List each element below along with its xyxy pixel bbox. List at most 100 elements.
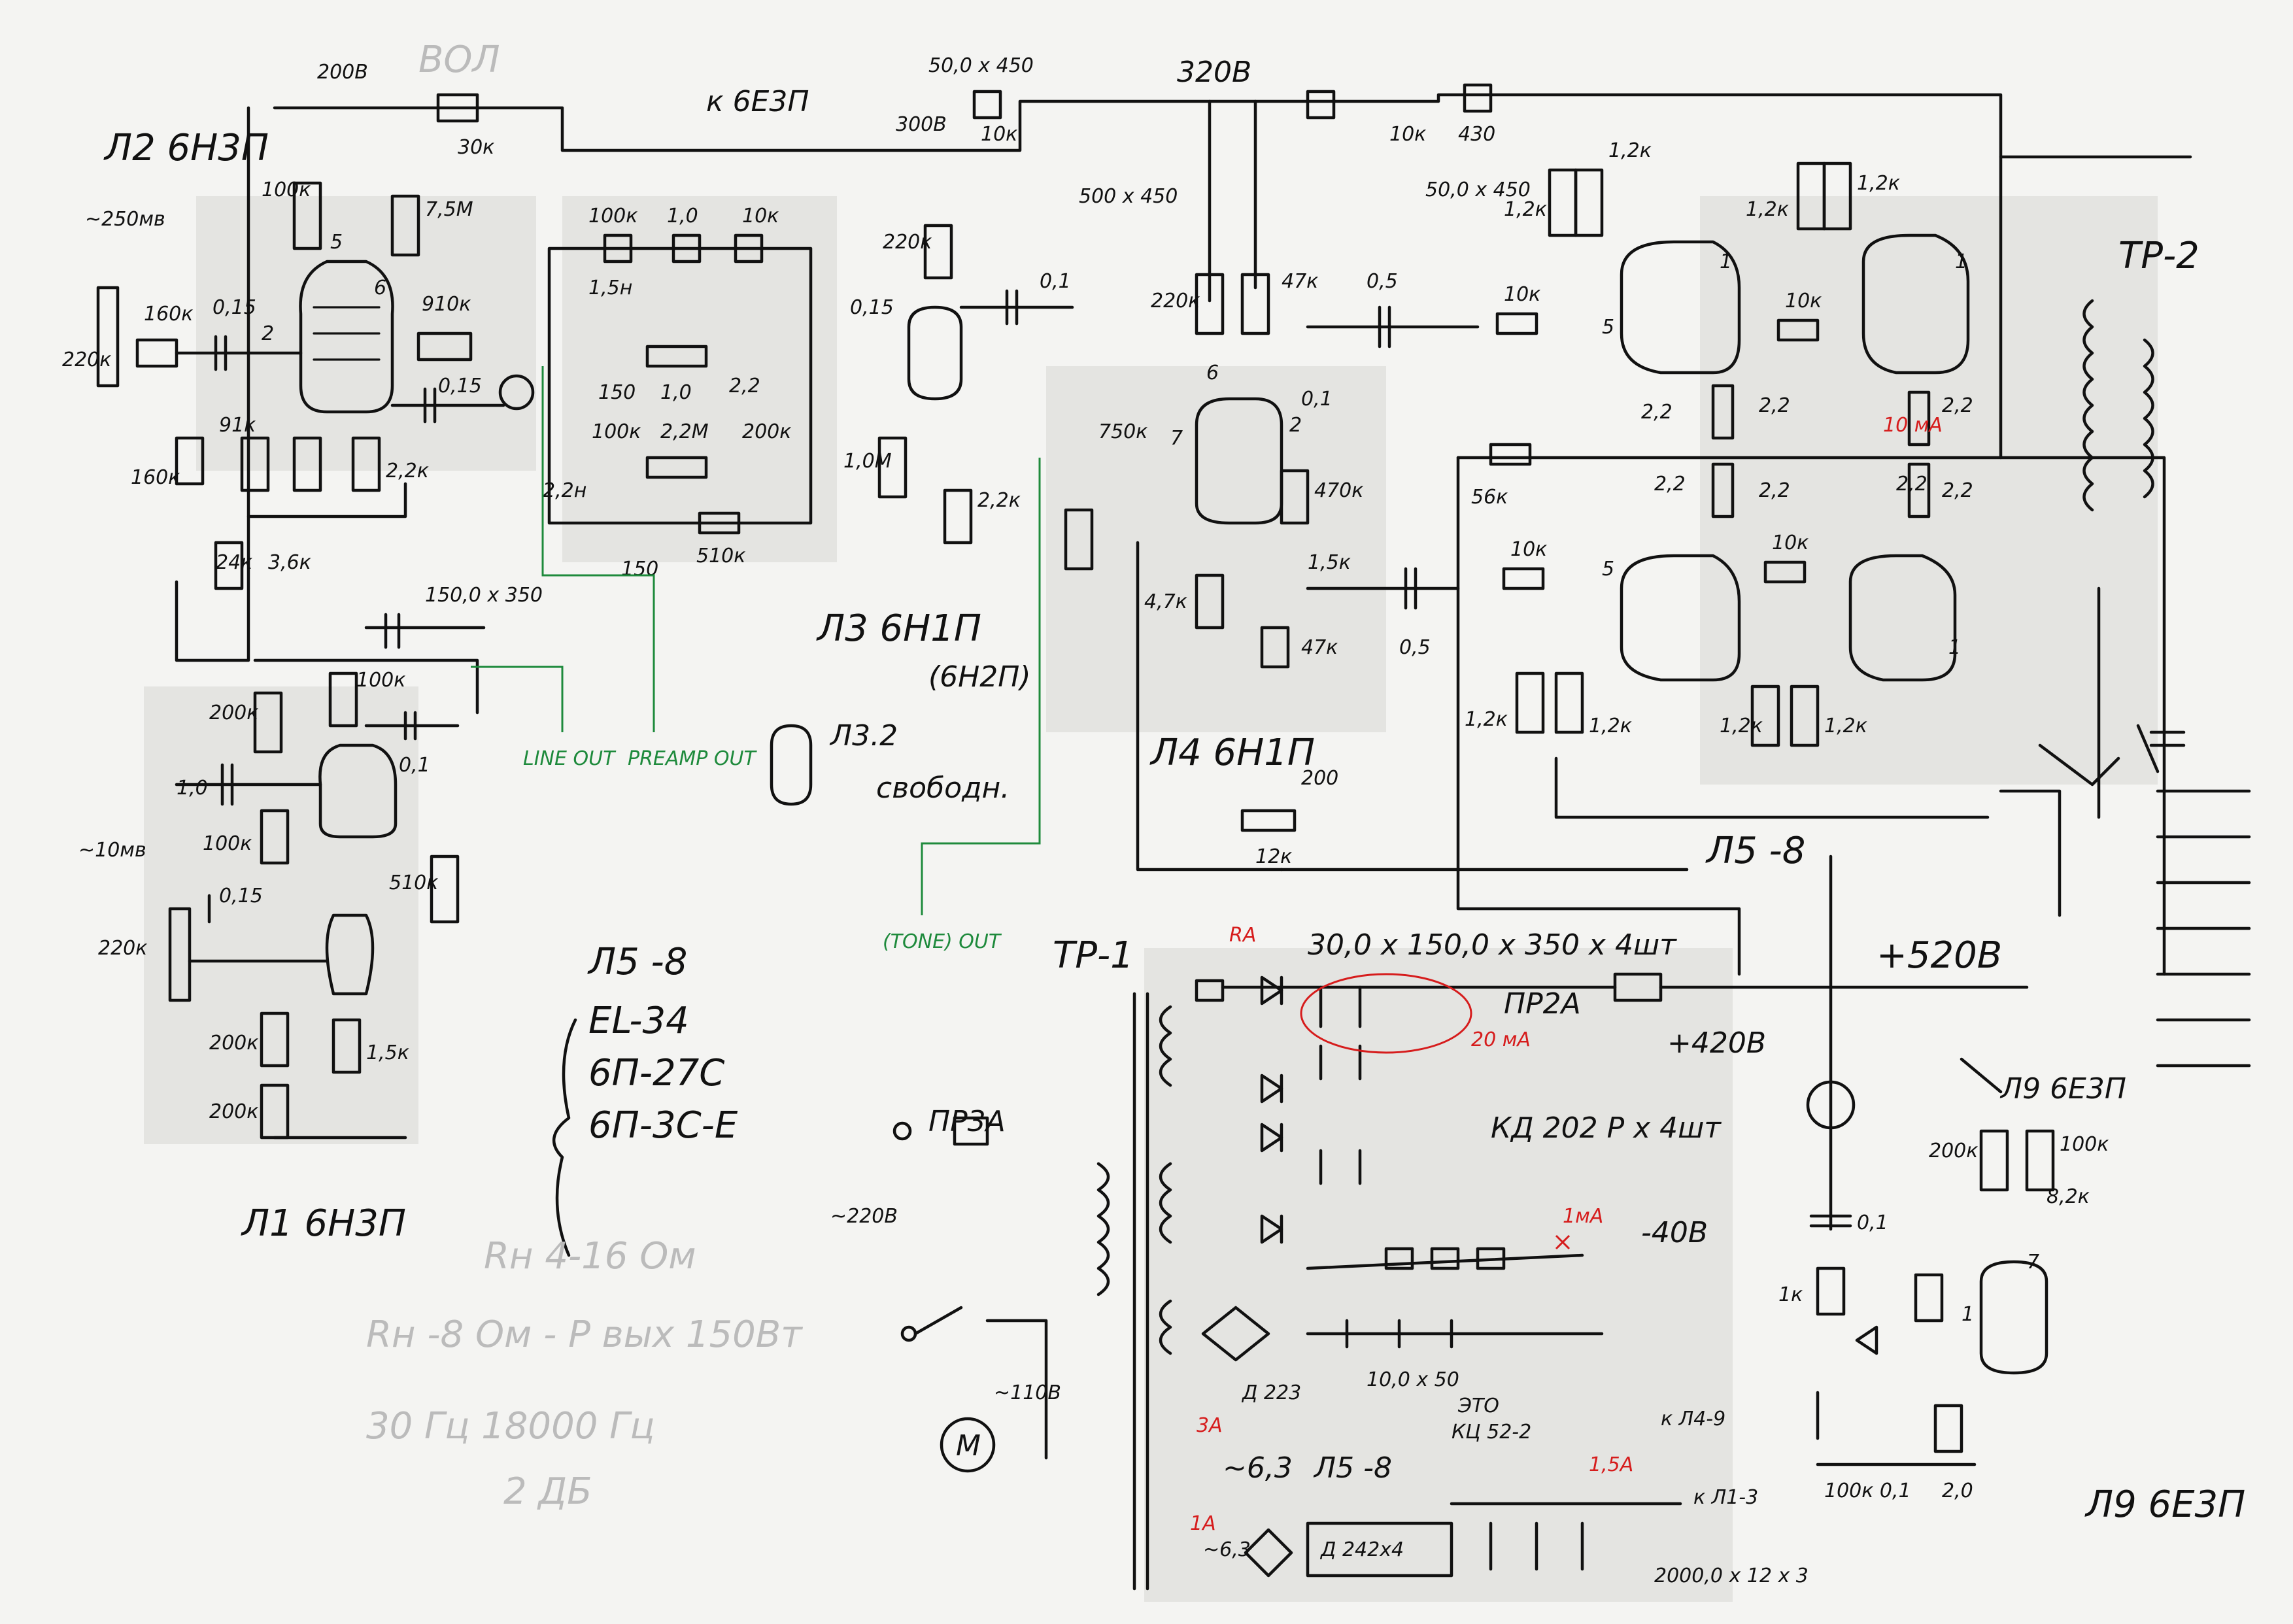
- to-6e3p-arrow: к 6Е3П: [706, 85, 809, 118]
- svg-text:220к: 220к: [98, 937, 147, 960]
- svg-text:200: 200: [1301, 767, 1338, 790]
- power-supply: RA 30,0 х 150,0 х 350 х 4шт ПР2А 20 мА +…: [1159, 924, 2029, 1587]
- svg-text:10к: 10к: [1389, 123, 1426, 146]
- svg-text:(6Н2П): (6Н2П): [928, 660, 1031, 694]
- svg-text:1: 1: [1720, 250, 1732, 273]
- l2-grid-resistor: [135, 338, 178, 368]
- svg-text:1: 1: [1948, 636, 1961, 659]
- svg-text:1,5н: 1,5н: [588, 277, 632, 299]
- stage-l4: 220к 47к 750к 4,7к 470к 47к 0,5 0,5 0,1 …: [1064, 270, 1480, 871]
- svg-text:30 Гц 18000 Гц: 30 Гц 18000 Гц: [366, 1405, 654, 1447]
- svg-text:200к: 200к: [209, 702, 258, 724]
- svg-text:4,7к: 4,7к: [1144, 590, 1187, 613]
- svg-text:2,2М: 2,2М: [660, 420, 709, 443]
- svg-text:0,1: 0,1: [1040, 270, 1071, 293]
- l1-tube-lower: [325, 913, 375, 996]
- svg-text:3А: 3А: [1197, 1414, 1223, 1437]
- svg-text:2: 2: [1289, 414, 1302, 437]
- svg-text:2,2н: 2,2н: [543, 479, 586, 502]
- svg-text:2 ДБ: 2 ДБ: [503, 1470, 592, 1513]
- svg-text:30,0 х 150,0 х 350 х 4шт: 30,0 х 150,0 х 350 х 4шт: [1308, 928, 1677, 962]
- line-out-jack: [498, 374, 535, 411]
- svg-text:2,2: 2,2: [1759, 394, 1790, 417]
- l1-label: Л1 6Н3П: [241, 1202, 406, 1245]
- svg-text:к Л1-3: к Л1-3: [1693, 1486, 1758, 1509]
- svg-text:7: 7: [2027, 1251, 2039, 1274]
- svg-text:750к: 750к: [1098, 420, 1147, 443]
- svg-text:100к: 100к: [203, 832, 252, 855]
- svg-text:24к: 24к: [216, 551, 252, 574]
- svg-text:2,2к: 2,2к: [977, 489, 1021, 512]
- svg-text:8,2к: 8,2к: [2047, 1185, 2090, 1208]
- svg-text:7,5М: 7,5М: [425, 198, 473, 221]
- svg-text:510к: 510к: [696, 545, 745, 567]
- l5-8-label: Л5 -8: [1705, 830, 1805, 872]
- svg-text:7: 7: [1170, 427, 1183, 450]
- svg-text:0,5: 0,5: [1367, 270, 1398, 293]
- svg-text:2,2: 2,2: [1896, 473, 1928, 496]
- svg-text:50,0 х 450: 50,0 х 450: [1425, 178, 1531, 201]
- svg-text:910к: 910к: [422, 293, 471, 316]
- svg-text:к Л4-9: к Л4-9: [1661, 1408, 1725, 1430]
- svg-text:6: 6: [374, 277, 386, 299]
- svg-text:500 х 450: 500 х 450: [1079, 185, 1178, 208]
- svg-text:Rн 4-16 Ом: Rн 4-16 Ом: [484, 1235, 696, 1277]
- svg-text:1,2к: 1,2к: [1720, 715, 1763, 737]
- svg-text:6П-3С-Е: 6П-3С-Е: [588, 1104, 738, 1147]
- svg-text:1,2к: 1,2к: [1504, 198, 1547, 221]
- fan-motor: [940, 1417, 996, 1473]
- svg-text:1,2к: 1,2к: [1824, 715, 1867, 737]
- svg-text:100к 0,1: 100к 0,1: [1824, 1480, 1911, 1502]
- svg-text:Л5 -8: Л5 -8: [1313, 1451, 1392, 1485]
- stage-output: 10к 10к 56к 10к 10к 10к 430 50,0 х 450 5…: [1079, 56, 1990, 976]
- svg-text:2,2: 2,2: [1942, 394, 1973, 417]
- l3-triode: [907, 305, 963, 401]
- svg-text:430: 430: [1458, 123, 1495, 146]
- svg-text:47к: 47к: [1301, 636, 1338, 659]
- svg-text:200к: 200к: [209, 1032, 258, 1055]
- svg-text:2,2к: 2,2к: [386, 460, 429, 482]
- stage-l3-tone: 100к 1,0 10к 1,5н 150 1,0 2,2 100к 2,2М …: [543, 54, 1074, 806]
- l4-tube: [1195, 397, 1283, 525]
- l7-tube: [1620, 554, 1741, 682]
- supply-rails: [273, 93, 2192, 976]
- svg-text:2,2: 2,2: [1759, 479, 1790, 502]
- svg-text:3,6к: 3,6к: [268, 551, 311, 574]
- svg-text:Д 242х4: Д 242х4: [1319, 1538, 1404, 1561]
- svg-text:КД 202 Р х 4шт: КД 202 Р х 4шт: [1491, 1111, 1722, 1145]
- svg-text:Л3.2: Л3.2: [829, 719, 898, 753]
- signal-taps: LINE OUT PREAMP OUT (TONE) OUT: [471, 366, 1041, 953]
- svg-text:1А: 1А: [1190, 1512, 1216, 1535]
- svg-text:~6,3: ~6,3: [1203, 1538, 1251, 1561]
- svg-text:свободн.: свободн.: [876, 771, 1010, 805]
- svg-text:150,0 х 350: 150,0 х 350: [425, 584, 543, 607]
- pin-numbers: 5 6 2 6 7 2 1 5 1 5 1 7 1: [262, 231, 2039, 1326]
- svg-text:220к: 220к: [1151, 290, 1200, 313]
- svg-text:100к: 100к: [356, 669, 405, 692]
- svg-text:ТР-2: ТР-2: [2118, 235, 2200, 277]
- svg-text:30к: 30к: [458, 136, 494, 159]
- svg-text:М: М: [956, 1429, 981, 1463]
- tube-equivalents-note: Л5 -8 EL-34 6П-27С 6П-3С-Е: [552, 941, 738, 1257]
- tr1-mains: ТР-1 ПР3А ~220В ~110В М: [830, 934, 1149, 1591]
- svg-text:1: 1: [1962, 1303, 1974, 1326]
- svg-text:1,2к: 1,2к: [1589, 715, 1632, 737]
- svg-text:6: 6: [1206, 362, 1219, 384]
- svg-text:10к: 10к: [1504, 283, 1540, 306]
- svg-text:5: 5: [1602, 558, 1614, 581]
- svg-text:ПР3А: ПР3А: [928, 1105, 1006, 1138]
- input-250mv-label: ~250мв: [85, 208, 165, 231]
- svg-text:-40В: -40В: [1641, 1216, 1708, 1249]
- svg-text:0,15: 0,15: [219, 885, 263, 907]
- svg-text:150: 150: [621, 558, 658, 581]
- svg-text:~220В: ~220В: [830, 1205, 898, 1228]
- tone-out-label: (TONE) OUT: [883, 930, 1002, 953]
- svg-text:510к: 510к: [389, 871, 438, 894]
- svg-text:100к: 100к: [262, 178, 311, 201]
- svg-text:100к: 100к: [592, 420, 641, 443]
- svg-text:0,15: 0,15: [850, 296, 894, 319]
- svg-text:1,0: 1,0: [667, 205, 698, 228]
- svg-text:Rн -8 Ом - Р вых 150Вт: Rн -8 Ом - Р вых 150Вт: [366, 1313, 803, 1356]
